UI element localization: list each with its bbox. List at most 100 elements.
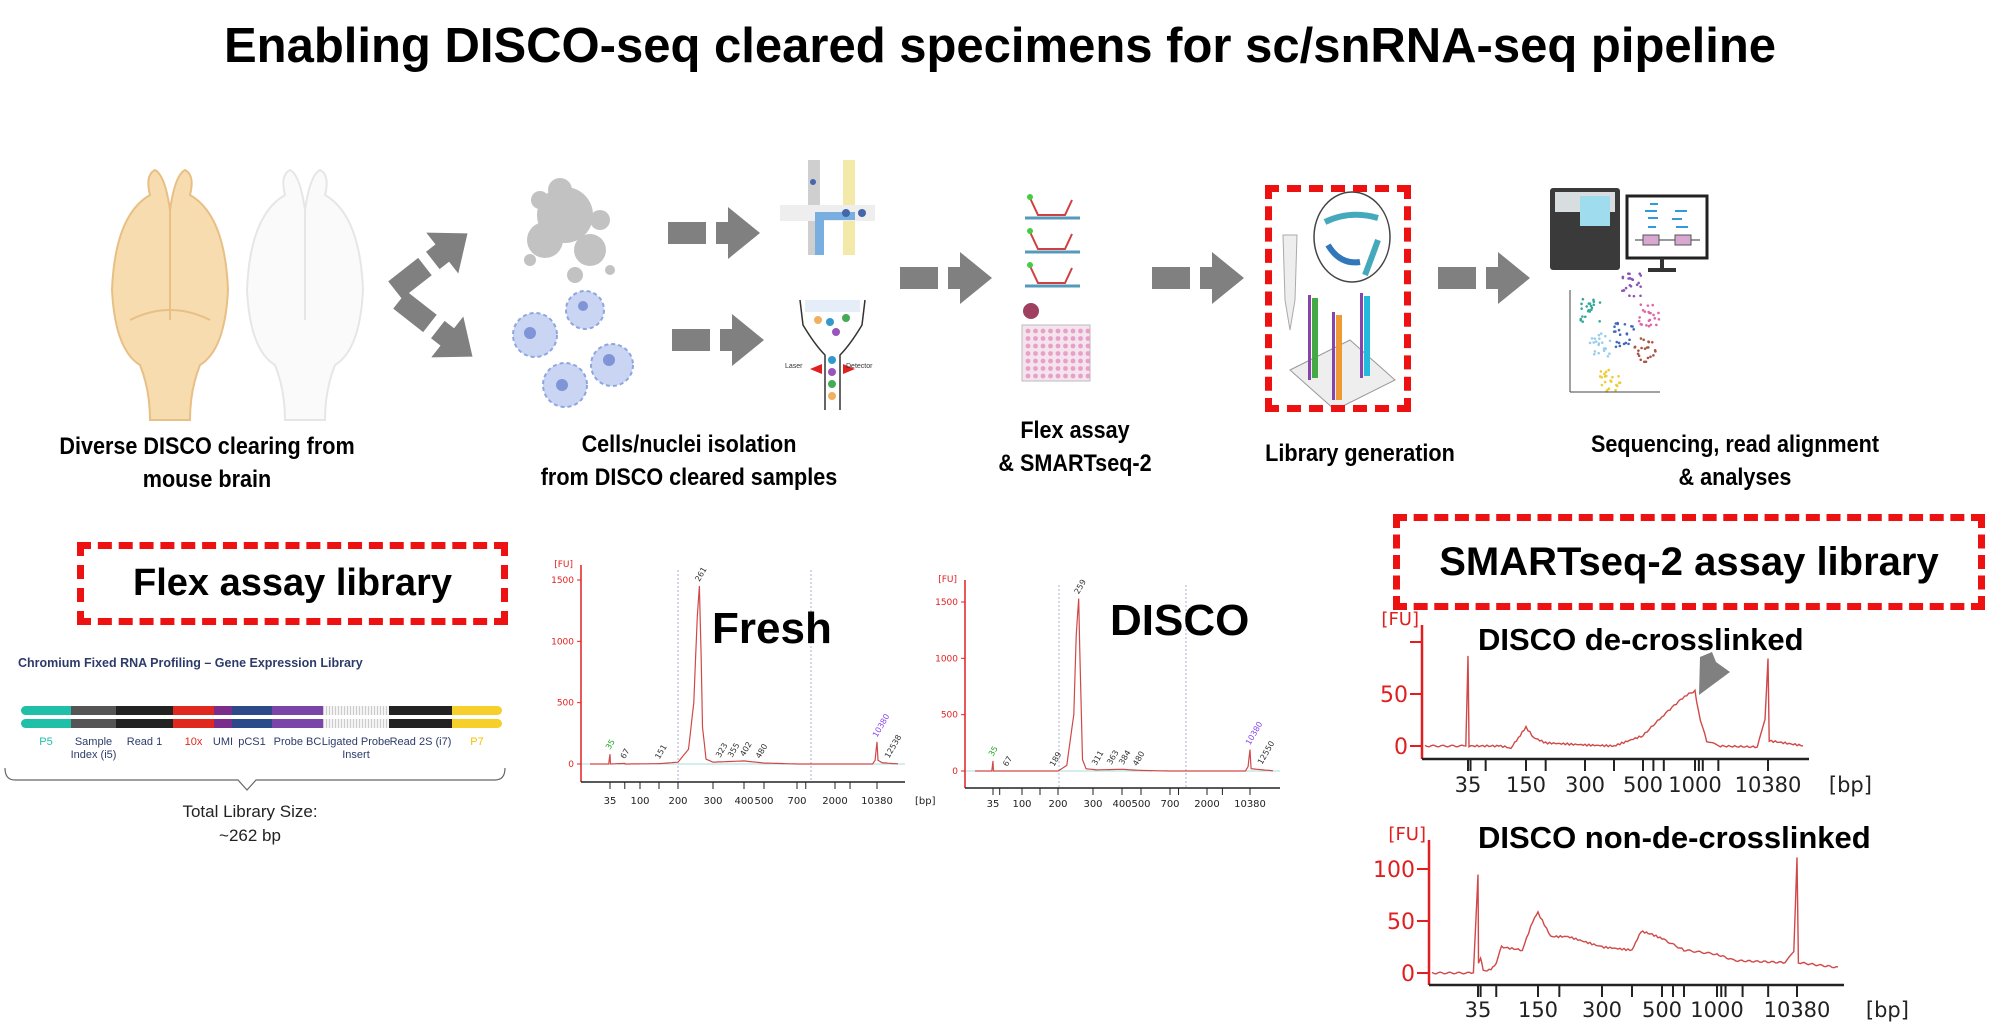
tsne-point bbox=[1639, 303, 1643, 306]
y-axis-label: [FU] bbox=[1381, 609, 1419, 630]
tsne-point bbox=[1614, 345, 1618, 349]
probe-plate-icon bbox=[1021, 194, 1091, 382]
y-tick-label: 0 bbox=[568, 760, 574, 770]
x-tick-label: 700 bbox=[1160, 799, 1179, 810]
tsne-point bbox=[1641, 308, 1645, 312]
tsne-point bbox=[1618, 344, 1622, 348]
plate-well bbox=[1078, 358, 1083, 364]
plate-well bbox=[1033, 343, 1038, 349]
tsne-point bbox=[1581, 315, 1584, 318]
x-tick-label: 500 bbox=[1131, 799, 1150, 810]
tsne-point bbox=[1608, 352, 1611, 355]
library-segment bbox=[272, 719, 323, 728]
plate-well bbox=[1070, 328, 1076, 334]
tsne-point bbox=[1642, 360, 1646, 364]
library-segment-label: Read 1 bbox=[126, 736, 163, 748]
library-segment-label: 10x bbox=[184, 736, 203, 748]
x-tick-label: 2000 bbox=[1194, 799, 1219, 810]
x-tick-label: 200 bbox=[1048, 799, 1067, 810]
plate-well bbox=[1048, 351, 1053, 356]
library-segment bbox=[452, 706, 502, 715]
tsne-point bbox=[1609, 379, 1612, 382]
tsne-point bbox=[1631, 278, 1635, 281]
plate-well bbox=[1078, 336, 1083, 341]
tsne-point bbox=[1649, 311, 1652, 315]
peak-label: 12550 bbox=[1256, 739, 1277, 766]
library-highlight-box bbox=[1265, 185, 1411, 412]
x-tick-label: 300 bbox=[1565, 773, 1605, 797]
chart-title-disco: DISCO bbox=[1110, 596, 1250, 645]
peak-label: 402 bbox=[738, 740, 753, 758]
plate-well bbox=[1033, 351, 1038, 356]
tsne-point bbox=[1623, 322, 1627, 326]
step-line: Library generation bbox=[1265, 440, 1455, 467]
sequencer-tsne-icon bbox=[1550, 188, 1709, 393]
library-tube-icon bbox=[1282, 191, 1396, 411]
tsne-point bbox=[1638, 316, 1641, 319]
library-segment bbox=[323, 706, 389, 715]
tsne-point bbox=[1629, 284, 1633, 288]
x-tick-label: 35 bbox=[1455, 773, 1482, 797]
plate-well bbox=[1048, 336, 1053, 341]
tsne-point bbox=[1592, 352, 1596, 356]
tsne-point bbox=[1614, 330, 1617, 333]
tsne-point bbox=[1580, 307, 1583, 310]
tsne-point bbox=[1628, 272, 1631, 276]
library-segment bbox=[116, 706, 173, 715]
tsne-point bbox=[1647, 340, 1651, 344]
peak-label: 35 bbox=[987, 745, 1000, 758]
library-segment bbox=[232, 706, 272, 715]
x-tick-label: 500 bbox=[1623, 773, 1663, 797]
y-tick-label: 0 bbox=[1401, 962, 1415, 987]
plate-well bbox=[1040, 336, 1046, 341]
x-tick-label: 500 bbox=[1642, 998, 1682, 1022]
plate-well bbox=[1025, 343, 1031, 349]
library-segment bbox=[214, 719, 232, 728]
tsne-point bbox=[1633, 346, 1637, 349]
trace-line bbox=[1431, 857, 1839, 975]
tsne-point bbox=[1617, 374, 1620, 378]
step-line: mouse brain bbox=[142, 466, 272, 493]
tsne-point bbox=[1603, 372, 1606, 376]
tsne-point bbox=[1617, 341, 1621, 345]
tsne-point bbox=[1598, 319, 1601, 323]
tsne-point bbox=[1624, 341, 1628, 345]
tsne-point bbox=[1597, 351, 1600, 355]
library-segment-label: pCS1 bbox=[238, 736, 266, 748]
facs-funnel-icon bbox=[799, 299, 866, 410]
tsne-point bbox=[1649, 323, 1653, 327]
mouse-brain-icon bbox=[110, 168, 365, 421]
step-label-isolation: Cells/nuclei isolation from DISCO cleare… bbox=[509, 428, 869, 494]
step-label-library: Library generation bbox=[1243, 437, 1477, 470]
library-segment bbox=[452, 719, 502, 728]
y-tick-label: 1000 bbox=[935, 654, 958, 664]
tsne-point bbox=[1639, 358, 1643, 362]
laser-label: Laser bbox=[785, 363, 803, 370]
peak-label: 480 bbox=[754, 742, 769, 760]
tsne-point bbox=[1581, 320, 1585, 323]
plate-well bbox=[1033, 336, 1038, 341]
tsne-point bbox=[1639, 294, 1642, 298]
total-size-label: Total Library Size: bbox=[182, 802, 318, 821]
library-segment-label: P5 bbox=[39, 736, 53, 748]
plate-well bbox=[1033, 366, 1038, 371]
x-tick-label: 500 bbox=[754, 796, 773, 807]
peak-label: 189 bbox=[1048, 750, 1063, 768]
library-segment-label: UMI bbox=[212, 736, 234, 748]
tsne-point bbox=[1583, 315, 1587, 319]
plate-well bbox=[1063, 351, 1068, 356]
peak-label: 363 bbox=[1105, 749, 1120, 767]
tsne-point bbox=[1593, 337, 1597, 340]
tsne-point bbox=[1643, 310, 1647, 313]
library-segment bbox=[173, 719, 214, 728]
tsne-point bbox=[1638, 272, 1642, 275]
library-segment bbox=[21, 719, 71, 728]
tsne-point bbox=[1652, 354, 1655, 357]
tsne-point bbox=[1637, 319, 1641, 323]
peak-label: 259 bbox=[1073, 578, 1088, 596]
plate-well bbox=[1070, 366, 1076, 371]
plate-well bbox=[1085, 343, 1091, 349]
arrow-icon bbox=[672, 314, 764, 366]
plate-well bbox=[1055, 366, 1061, 371]
